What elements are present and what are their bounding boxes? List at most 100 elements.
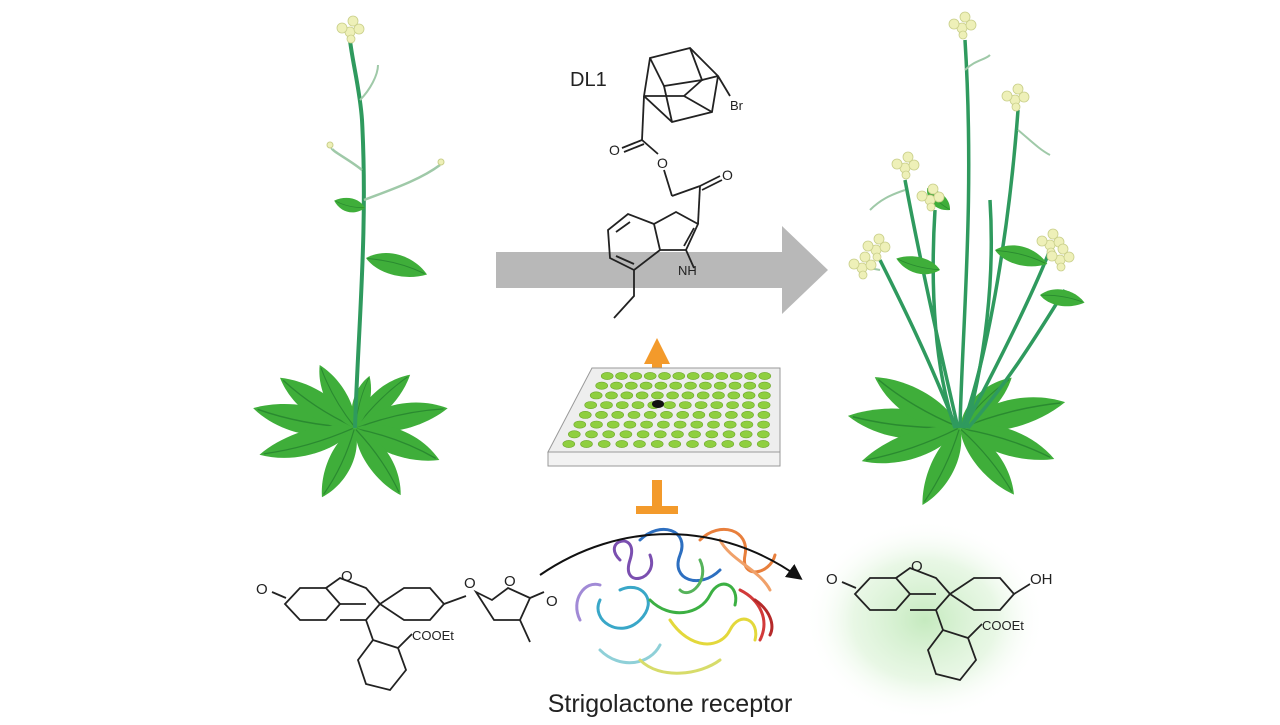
- well: [567, 430, 581, 439]
- well: [666, 391, 679, 400]
- well: [678, 401, 692, 409]
- well: [580, 440, 593, 448]
- well: [739, 430, 753, 439]
- well: [757, 420, 770, 429]
- well: [742, 391, 756, 400]
- well: [650, 440, 664, 448]
- fluorescence-glow: [805, 520, 1045, 720]
- well: [756, 440, 770, 448]
- well: [710, 401, 724, 409]
- well: [643, 372, 657, 380]
- well: [705, 430, 719, 439]
- well: [727, 391, 741, 400]
- well: [633, 440, 646, 448]
- well: [624, 381, 638, 390]
- dl1-structure: [607, 47, 731, 319]
- product-hydroxyl: OH: [1030, 571, 1053, 588]
- well: [611, 410, 625, 419]
- well: [681, 391, 695, 400]
- ester-oxygen-label: O: [657, 155, 668, 171]
- well: [615, 401, 629, 409]
- well: [660, 410, 673, 419]
- well: [643, 410, 657, 419]
- well: [619, 430, 633, 439]
- well: [688, 430, 701, 439]
- well: [684, 381, 697, 390]
- product-ester-label: COOEt: [982, 618, 1024, 633]
- well: [757, 401, 771, 409]
- product-structure: [841, 566, 1031, 682]
- well: [757, 430, 770, 439]
- well: [623, 420, 637, 429]
- reaction-arrow: [539, 533, 803, 580]
- well: [676, 410, 690, 419]
- well: [653, 430, 667, 439]
- probe-oxygen-left: O: [256, 581, 268, 598]
- well: [758, 381, 771, 390]
- well: [639, 381, 653, 390]
- probe-lactone-ring-oxygen: O: [504, 573, 516, 590]
- well: [758, 372, 772, 380]
- well: [562, 440, 576, 448]
- well: [741, 410, 754, 419]
- well: [606, 420, 620, 429]
- indole-nh-label: NH: [678, 263, 697, 278]
- well: [636, 430, 650, 439]
- probe-lactone-carbonyl: O: [546, 593, 558, 610]
- well: [726, 401, 739, 409]
- well: [602, 430, 616, 439]
- well: [597, 440, 611, 448]
- well: [701, 372, 714, 380]
- well: [694, 401, 708, 409]
- well: [663, 401, 676, 409]
- grey-arrow: [496, 226, 828, 314]
- well: [744, 372, 757, 380]
- well: [721, 440, 735, 448]
- bromine-label: Br: [730, 98, 744, 113]
- well: [658, 372, 671, 380]
- well: [713, 381, 727, 390]
- right-rosette: [844, 362, 1069, 511]
- left-plant: [249, 15, 451, 503]
- well: [690, 420, 704, 429]
- well: [703, 440, 717, 448]
- right-plant: [844, 11, 1087, 511]
- probe-ring-oxygen: O: [341, 568, 353, 585]
- well: [671, 430, 684, 439]
- probe-ester-label: COOEt: [412, 628, 454, 643]
- well: [757, 410, 771, 419]
- well: [589, 391, 603, 400]
- well: [673, 420, 687, 429]
- well: [729, 372, 743, 380]
- well: [631, 401, 645, 409]
- right-stems: [878, 39, 1067, 430]
- well: [699, 381, 712, 390]
- well: [595, 381, 609, 390]
- well: [686, 372, 700, 380]
- well: [615, 440, 629, 448]
- well: [722, 430, 736, 439]
- well: [595, 410, 608, 419]
- well: [635, 391, 649, 400]
- well: [715, 372, 729, 380]
- well: [573, 420, 587, 429]
- well: [600, 372, 614, 380]
- well: [712, 391, 725, 400]
- well: [696, 391, 710, 400]
- product-ring-oxygen: O: [911, 558, 923, 575]
- well: [605, 391, 618, 400]
- carbonyl-oxygen-label: O: [609, 142, 620, 158]
- product-oxygen-left: O: [826, 571, 838, 588]
- well: [669, 381, 683, 390]
- probe-ether-oxygen: O: [464, 575, 476, 592]
- hit-well: [652, 400, 664, 408]
- receptor-protein: [575, 527, 777, 675]
- well: [707, 420, 720, 429]
- well: [651, 391, 664, 400]
- well: [740, 420, 754, 429]
- left-rosette: [249, 359, 451, 503]
- well: [742, 401, 755, 409]
- well: [578, 410, 592, 419]
